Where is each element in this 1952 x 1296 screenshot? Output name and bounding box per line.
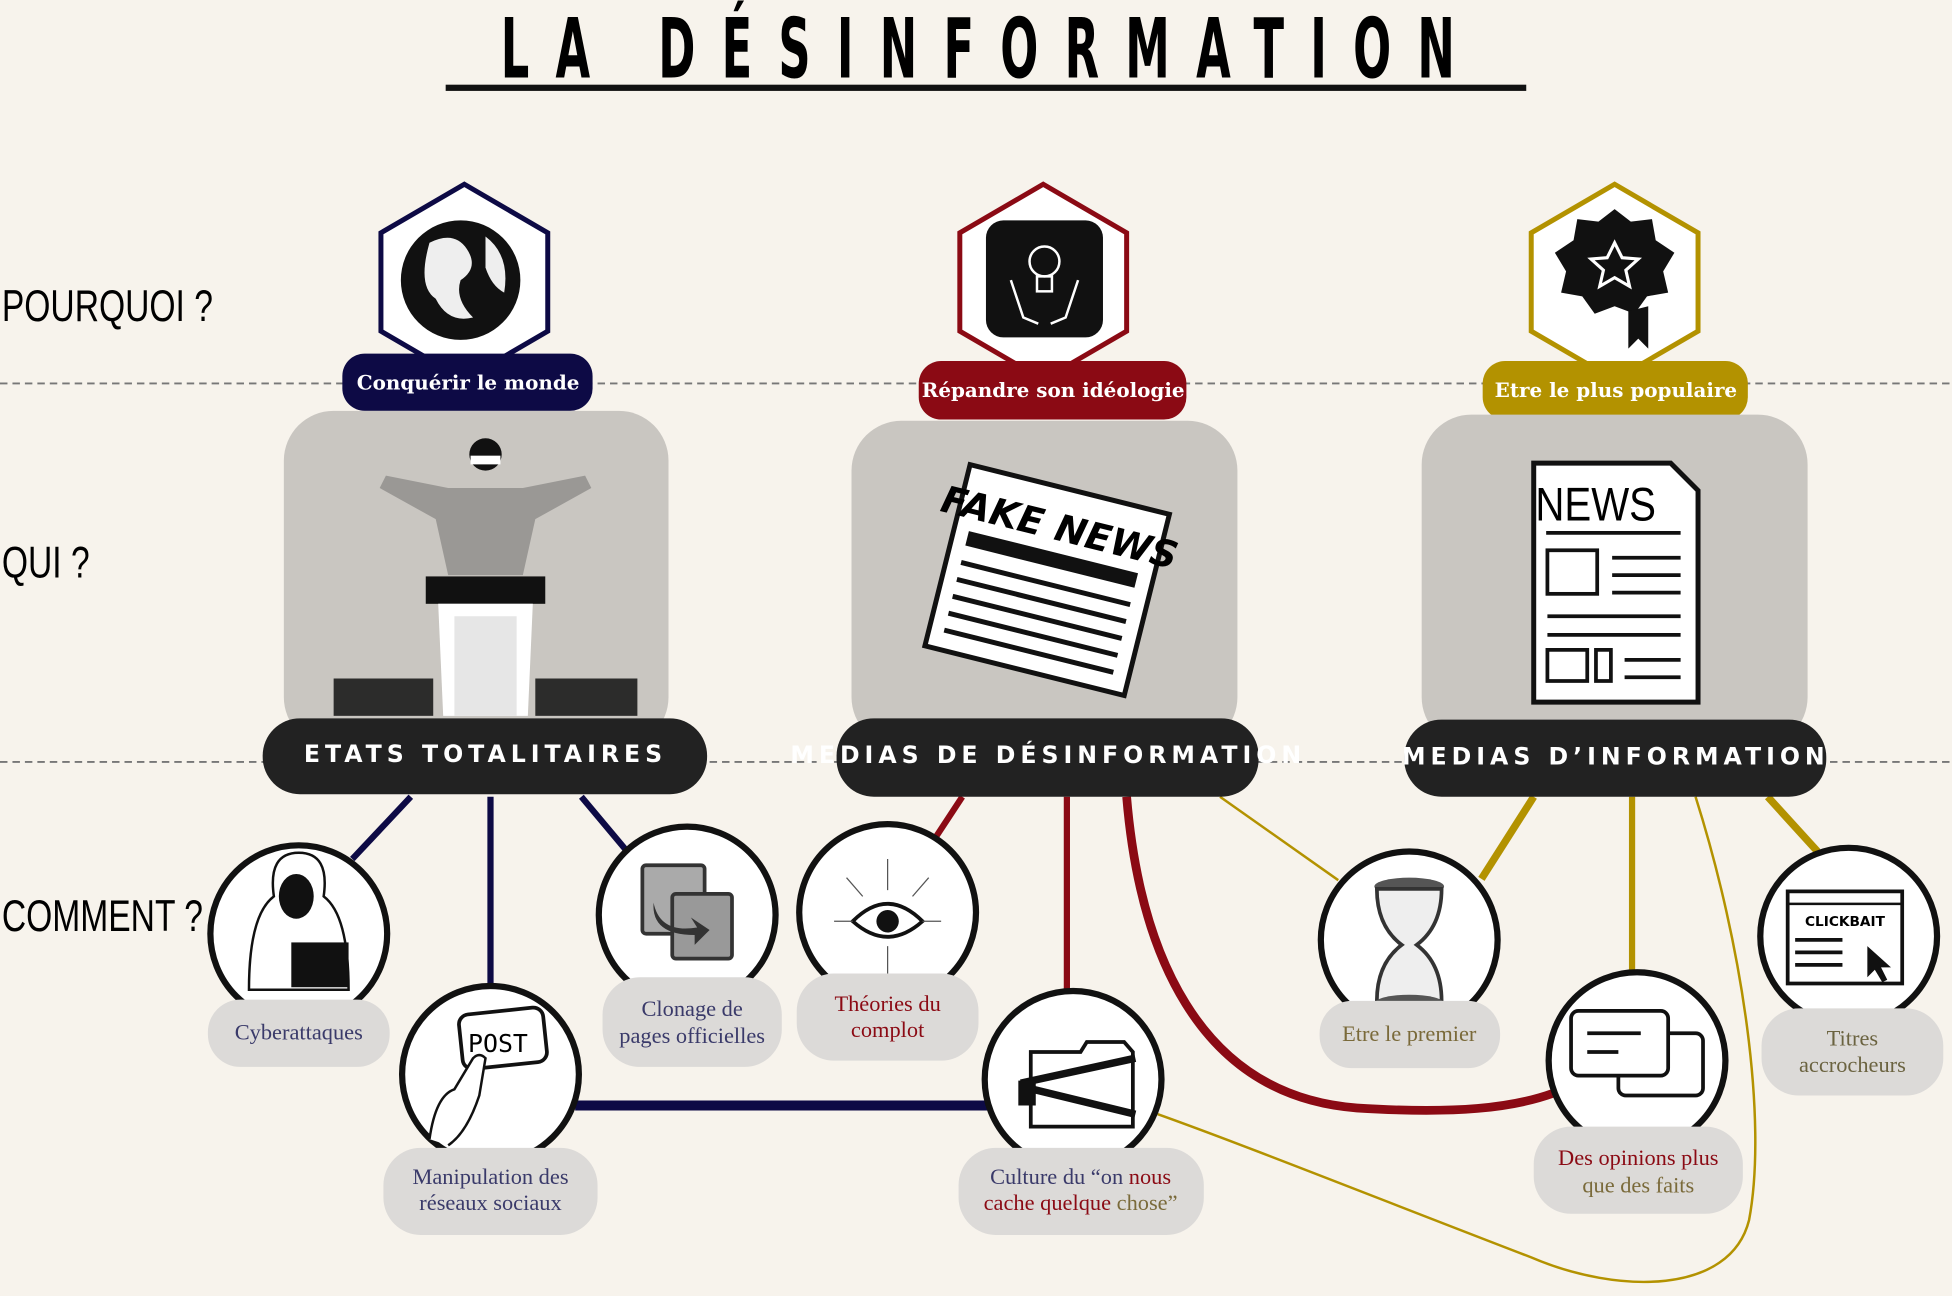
clickbait-icon: CLICKBAIT: [1785, 889, 1905, 986]
svg-text:Manipulation des: Manipulation des: [412, 1164, 568, 1189]
post-button-icon: POST: [428, 1005, 549, 1147]
hacker-icon: [247, 851, 350, 991]
goal-pill-1: Conquérir le monde: [342, 353, 593, 411]
row-label-why: POURQUOI ?: [2, 282, 213, 332]
method-clonage: Clonage de pages officielles: [595, 823, 782, 1067]
method-premier: Etre le premier: [1317, 848, 1501, 1069]
newspaper-icon: NEWS: [1531, 460, 1701, 705]
svg-text:Culture du “on nous: Culture du “on nous: [990, 1164, 1171, 1189]
copy-pages-icon: [640, 863, 734, 961]
svg-text:Conquérir le monde: Conquérir le monde: [357, 371, 580, 395]
svg-text:CLICKBAIT: CLICKBAIT: [1805, 914, 1886, 930]
svg-text:accrocheurs: accrocheurs: [1799, 1052, 1906, 1077]
svg-text:Etre le plus populaire: Etre le plus populaire: [1495, 378, 1737, 402]
method-manipulation-reseaux: POST Manipulation des réseaux sociaux: [383, 982, 598, 1235]
eye-icon: [834, 859, 942, 978]
goal-hexagon-2: [957, 181, 1130, 383]
goal-hexagon-3: [1528, 181, 1701, 383]
method-theories: Théories du complot: [796, 821, 980, 1061]
method-cyberattaques: Cyberattaques: [207, 842, 391, 1067]
method-titres: CLICKBAIT Titres accrocheurs: [1757, 844, 1944, 1096]
svg-text:Cyberattaques: Cyberattaques: [235, 1020, 363, 1045]
actor-pill-2: MEDIAS DE DÉSINFORMATION: [790, 718, 1306, 797]
svg-text:MEDIAS D’INFORMATION: MEDIAS D’INFORMATION: [1402, 742, 1830, 770]
svg-text:POST: POST: [468, 1029, 528, 1058]
svg-text:Théories du: Théories du: [834, 991, 940, 1016]
globe-icon: [400, 220, 521, 340]
svg-text:cache quelque chose”: cache quelque chose”: [984, 1190, 1178, 1215]
actor-pill-3: MEDIAS D’INFORMATION: [1402, 719, 1830, 797]
svg-text:ETATS TOTALITAIRES: ETATS TOTALITAIRES: [304, 740, 667, 768]
dictator-podium-icon: [333, 438, 638, 716]
method-opinions: Des opinions plus que des faits: [1533, 969, 1743, 1214]
method-culture: Culture du “on nous cache quelque chose”: [958, 987, 1204, 1235]
svg-text:que des faits: que des faits: [1582, 1173, 1694, 1198]
connectors: [350, 794, 1821, 1284]
svg-text:pages officielles: pages officielles: [619, 1023, 765, 1048]
title-underline: [445, 84, 1527, 91]
svg-text:Des opinions plus: Des opinions plus: [1558, 1145, 1718, 1170]
row-label-who: QUI ?: [2, 538, 90, 588]
goal-hexagon-1: [378, 181, 551, 383]
svg-text:Titres: Titres: [1827, 1026, 1878, 1051]
goal-pill-2: Répandre son idéologie: [918, 361, 1187, 420]
svg-text:réseaux sociaux: réseaux sociaux: [419, 1190, 561, 1215]
actor-pill-1: ETATS TOTALITAIRES: [262, 718, 708, 795]
svg-text:Répandre son idéologie: Répandre son idéologie: [922, 378, 1185, 402]
row-label-how: COMMENT ?: [2, 892, 203, 942]
svg-text:MEDIAS DE DÉSINFORMATION: MEDIAS DE DÉSINFORMATION: [790, 741, 1306, 769]
award-badge-icon: [1554, 209, 1675, 349]
sealed-folder-icon: [1018, 1040, 1137, 1129]
goal-pill-3: Etre le plus populaire: [1482, 361, 1748, 420]
svg-text:Etre le premier: Etre le premier: [1342, 1021, 1477, 1046]
svg-text:NEWS: NEWS: [1535, 478, 1656, 531]
svg-text:Clonage de: Clonage de: [641, 996, 742, 1021]
page-title: LA DÉSINFORMATION: [501, 0, 1481, 97]
speech-bubbles-icon: [1569, 1009, 1705, 1098]
lightbulb-hands-icon: [985, 220, 1103, 338]
svg-text:complot: complot: [851, 1017, 925, 1042]
